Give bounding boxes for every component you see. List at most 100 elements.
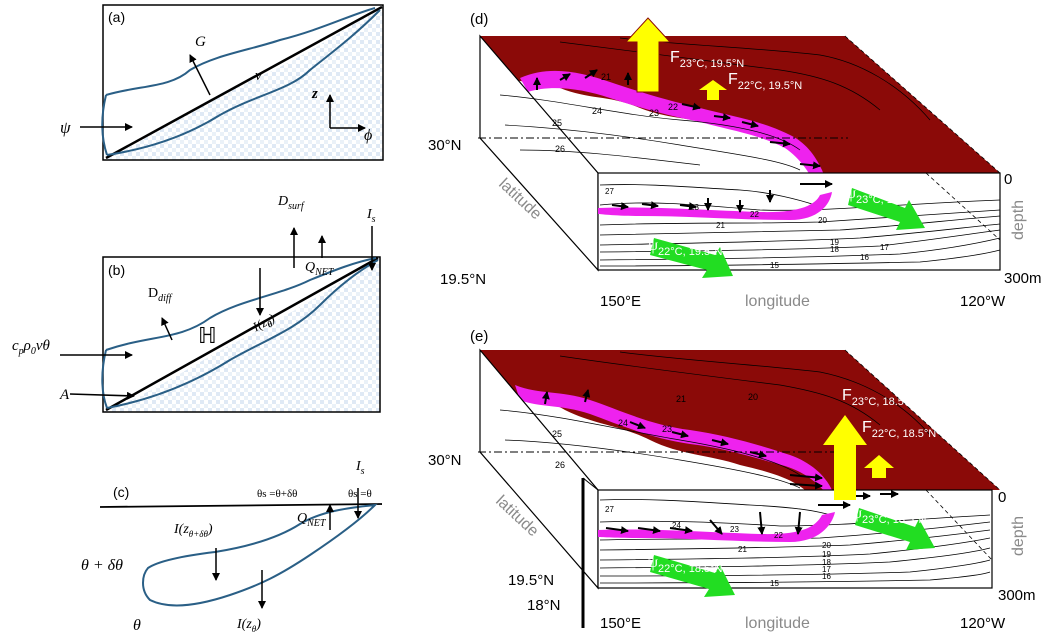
panel-b-is-label: Is xyxy=(366,207,376,225)
panel-b-a-label: A xyxy=(59,387,70,403)
panel-e-face-24: 24 xyxy=(672,521,681,530)
panel-d-f23-arrow xyxy=(624,17,672,93)
panel-e-face-15: 15 xyxy=(770,579,779,588)
panel-d-face-18: 18 xyxy=(830,245,839,254)
panel-d-face-17: 17 xyxy=(880,243,889,252)
panel-d-psi23-arrow xyxy=(848,188,925,230)
panel-d-lon-right: 120°W xyxy=(960,293,1006,310)
panel-b-ddiff-arrow xyxy=(161,317,173,341)
panel-e-face-19: 19 xyxy=(822,550,831,559)
panel-e-psi23-label: ψ23°C, 18.5°N xyxy=(852,505,927,526)
panel-c: (c) θs =θ+δθ θs =θ Is QNET I(zθ+δθ) I(zθ… xyxy=(81,459,383,634)
panel-e-face-16: 16 xyxy=(822,572,831,581)
panel-a-g-label: G xyxy=(195,34,206,50)
panel-e-face-27: 27 xyxy=(605,505,614,514)
panel-a-shaded-layer xyxy=(103,5,383,160)
panel-a-lower-isotherm xyxy=(106,9,381,156)
panel-c-isotherm-loop xyxy=(142,503,378,607)
panel-e-face-18: 18 xyxy=(822,558,831,567)
panel-d-contour-24: 24 xyxy=(592,106,602,116)
panel-d-contour-26: 26 xyxy=(555,144,565,154)
panel-d-face-21: 21 xyxy=(716,221,725,230)
panel-c-surface-line xyxy=(99,503,383,508)
panel-d-face-22: 22 xyxy=(750,210,759,219)
panel-a-psi-label: ψ xyxy=(60,118,71,137)
panel-c-thetas-left: θs =θ+δθ xyxy=(257,488,297,500)
panel-b-isopycnal xyxy=(105,256,379,412)
panel-b-isotherm-edge xyxy=(101,349,108,409)
panel-b-upper-isotherm xyxy=(105,257,377,351)
panel-d-subsurface-outcrop xyxy=(598,192,832,220)
panel-e-psi23-arrow xyxy=(855,508,935,550)
panel-b-ddiff-label: Ddiff xyxy=(148,286,173,304)
panel-d-contour-21: 21 xyxy=(601,72,611,82)
panel-e-psi22-label: ψ22°C, 18.5°N xyxy=(648,554,723,575)
panel-d-velocity-arrows xyxy=(533,69,833,213)
panel-e-contour-24: 24 xyxy=(618,418,628,428)
panel-c-thetas-right: θs =θ xyxy=(348,488,372,500)
panel-a-v-label: v xyxy=(255,68,262,84)
panel-d-psi22-arrow xyxy=(650,238,733,278)
panel-e-18n-join xyxy=(582,477,599,491)
panel-e-face-23: 23 xyxy=(730,525,739,534)
panel-e-face-20: 20 xyxy=(822,541,831,550)
panel-a-frame xyxy=(102,4,384,161)
panel-c-izdtheta-label: I(zθ+δθ) xyxy=(173,522,213,539)
panel-e-f23-arrow xyxy=(823,415,867,500)
panel-e-psi22-arrow xyxy=(650,555,735,597)
panel-d-face-20: 20 xyxy=(818,216,827,225)
panel-c-qnet-label: QNET xyxy=(297,511,327,529)
panel-e-f22-label: F22°C, 18.5°N xyxy=(862,419,936,440)
panel-a-isopycnal xyxy=(105,5,383,160)
panel-d-f23-label: F23°C, 19.5°N xyxy=(670,49,744,70)
panel-e: (e) F23°C, 18.5°N F22°C, 18.5°N ψ23°C, 1… xyxy=(428,328,1036,632)
panel-a: (a) G v ψ z ϕ xyxy=(60,4,384,161)
panel-b-label: (b) xyxy=(108,262,125,278)
panel-e-lon-left: 150°E xyxy=(600,615,641,632)
panel-e-top-contours xyxy=(499,351,931,489)
panel-d-contour-25: 25 xyxy=(552,118,562,128)
panel-a-g-arrow xyxy=(189,54,211,96)
panel-d-top-contours xyxy=(499,37,931,171)
panel-e-depth-bottom: 300m xyxy=(998,587,1036,604)
panel-b-lower-isotherm xyxy=(106,259,379,409)
panel-d-depth-bottom: 300m xyxy=(1004,270,1042,287)
panel-d-psi22-label: ψ22°C, 19.5°N xyxy=(648,237,723,258)
panel-b-dsurf-label: Dsurf xyxy=(277,194,305,212)
panel-b-shaded-layer xyxy=(103,257,380,412)
panel-e-axis-longitude: longitude xyxy=(745,615,810,632)
panel-d-label: (d) xyxy=(470,11,488,28)
panel-e-lat-top: 30°N xyxy=(428,452,462,469)
panel-e-f22-arrow xyxy=(864,455,894,478)
panel-e-face-22: 22 xyxy=(774,531,783,540)
panel-d-lat-top: 30°N xyxy=(428,137,462,154)
panel-e-lat-bottom: 19.5°N xyxy=(508,572,554,589)
panel-d-contour-22: 22 xyxy=(668,102,678,112)
panel-d-lon-left: 150°E xyxy=(600,293,641,310)
panel-e-contour-25: 25 xyxy=(552,429,562,439)
panel-d-diag-edge xyxy=(925,172,1001,241)
panel-e-axis-depth: depth xyxy=(1010,516,1027,556)
panel-d-psi23-label: ψ23°C, 19.5°N xyxy=(846,185,921,206)
panel-d-depth-top: 0 xyxy=(1004,171,1012,188)
panel-d-face-23: 23 xyxy=(690,203,699,212)
panel-e-contour-21: 21 xyxy=(676,394,686,404)
panel-d-f22-arrow xyxy=(699,80,727,100)
panel-d: (d) F23°C, 19.5°N F22°C, 19.5°N ψ23°C, 1… xyxy=(428,11,1042,310)
panel-b-qnet-label: QNET xyxy=(305,260,335,278)
panel-d-face-27: 27 xyxy=(605,187,614,196)
panel-e-depth-top: 0 xyxy=(998,489,1006,506)
panel-e-contour-26: 26 xyxy=(555,460,565,470)
panel-d-outcrop xyxy=(520,70,830,192)
panel-e-face-17: 17 xyxy=(822,565,831,574)
panel-e-label: (e) xyxy=(470,328,488,345)
panel-d-face-16: 16 xyxy=(860,253,869,262)
panel-e-lat-extra: 18°N xyxy=(527,597,561,614)
panel-d-axis-longitude: longitude xyxy=(745,293,810,310)
panel-c-is-label: Is xyxy=(355,459,365,477)
panel-e-f23-label: F23°C, 18.5°N xyxy=(842,387,916,408)
panel-b-flux-label: cpρ0vθ xyxy=(12,338,51,357)
panel-c-label: (c) xyxy=(113,484,129,500)
